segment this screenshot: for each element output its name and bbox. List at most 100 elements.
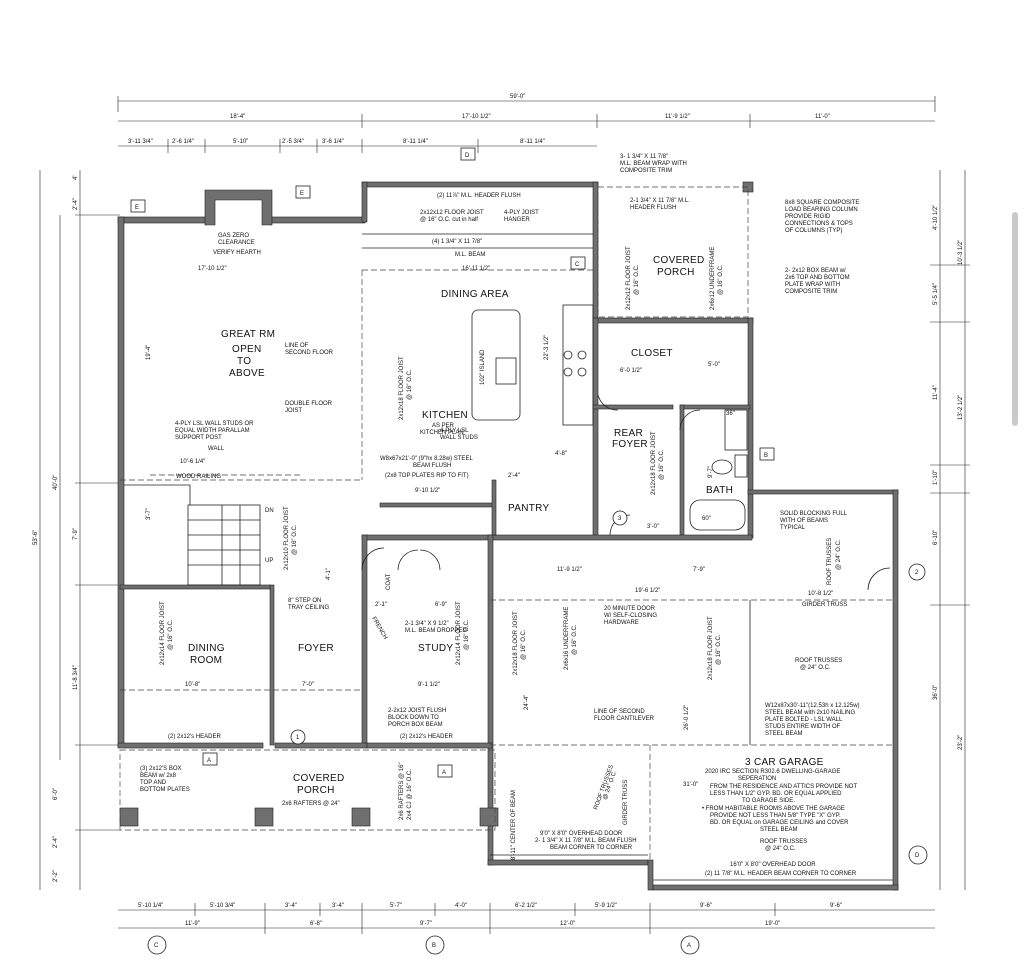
tag-e-left	[130, 199, 146, 213]
great-room-label-4: ABOVE	[229, 368, 265, 379]
joist-half-1: 2x12x12 FLOOR JOIST	[420, 210, 484, 216]
garage-sep-2d: STEEL BEAM	[760, 827, 797, 833]
dim-left-7: 6'-0"	[53, 788, 59, 800]
ml-beam-dropped-1: 2-1 3/4" X 9 1/2"	[405, 621, 449, 627]
header-2x12-right: (2) 2x12's HEADER	[400, 734, 453, 740]
gas-zero-1: GAS ZERO	[218, 233, 249, 239]
box-beam-front-3: TOP AND	[140, 780, 167, 786]
column-note-3: PROVIDE RIGID	[785, 214, 831, 220]
dim-left-2: 2'-4"	[73, 198, 79, 210]
overhead-door-9-3: BEAM CORNER TO CORNER	[550, 845, 633, 851]
tag-a-bottom-text: A	[687, 943, 691, 949]
dim-inner-j: 10'-8"	[185, 682, 200, 688]
solid-blocking-1: SOLID BLOCKING FULL	[780, 511, 848, 517]
joist-label-6b: @ 16" O.C.	[168, 619, 174, 650]
dim-top-row3-1: 3'-11 3/4"	[128, 139, 153, 145]
tag-2	[908, 563, 926, 581]
joist-label-9b: @ 16" O.C.	[716, 634, 722, 665]
dim-bottom-8: 5'-9 1/2"	[595, 903, 617, 909]
dim-inner-l: 9'-1 1/2"	[418, 682, 440, 688]
dim-inner-v: 60"	[702, 516, 711, 522]
dim-inner-o: 5'-0"	[708, 362, 720, 368]
dim-inner-b: 16'-11 1/2"	[462, 266, 490, 272]
dim-bottom-4: 3'-4"	[332, 903, 344, 909]
steel-beam-garage-2: STEEL BEAM with 2x10 NAILING	[765, 710, 855, 716]
tag-b-bottom	[425, 935, 445, 955]
joist-label-7b: @ 16" O.C.	[521, 629, 527, 660]
front-porch-label-1: COVERED	[293, 773, 345, 784]
dim-right-7: 6'-10"	[933, 530, 939, 545]
ml-beam-dropped-2: M.L. BEAM DROPPED	[405, 628, 467, 634]
tag-1	[290, 729, 306, 745]
cantilever-1: LINE OF SECOND	[594, 709, 645, 715]
wall-note: WALL	[208, 446, 225, 452]
column-note-4: CONNECTIONS & TOPS	[785, 221, 853, 227]
island-label: 102" ISLAND	[480, 349, 486, 385]
beam-wrap-1: 3- 1 3/4" X 11 7/8"	[620, 154, 668, 160]
lsl-wall-studs-1: 4-PLY LSL	[440, 428, 469, 434]
ml-beam-4-2: M.L. BEAM	[455, 252, 485, 258]
tag-d-top-text: D	[465, 153, 470, 159]
dim-top-row3-3: 5'-10"	[233, 139, 248, 145]
foyer-label: FOYER	[298, 643, 334, 654]
joist-label-6a: 2x12x14 FLOOR JOIST	[160, 601, 166, 665]
cantilever-2: FLOOR CANTILEVER	[594, 716, 655, 722]
joist-label-9a: 2x12x18 FLOOR JOIST	[708, 616, 714, 680]
dim-top-row3-6: 8'-11 1/4"	[403, 139, 428, 145]
dim-bottom-row2-3: 9'-7"	[420, 921, 432, 927]
vertical-scrollbar[interactable]	[1012, 212, 1018, 426]
dim-inner-p: 22'-3 1/2"	[544, 335, 550, 360]
dim-right-2: 10'-3 1/2"	[958, 240, 964, 265]
solid-blocking-3: TYPICAL	[780, 525, 806, 531]
joist-label-5b: @ 16" O.C.	[292, 524, 298, 555]
tag-d-top	[460, 147, 476, 161]
framing-lines	[119, 186, 893, 881]
dim-left-5: 3'-7"	[146, 508, 152, 520]
overhead-door-16-1: 16'0" X 8'0" OVERHEAD DOOR	[730, 862, 816, 868]
rear-foyer-label-1: REAR	[614, 428, 643, 439]
dim-right-8: 36'-0"	[933, 685, 939, 700]
bath-label: BATH	[706, 485, 733, 496]
header-flush-2-1: 2-1 3/4" X 11 7/8" M.L.	[630, 198, 690, 204]
dim-inner-d: 9'-10 1/2"	[415, 488, 440, 494]
dim-top-row3-5: 3'-6 1/4"	[322, 139, 344, 145]
dim-left-8: 2'-4"	[53, 836, 59, 848]
joist-label-5a: 2x12x10 FLOOR JOIST	[284, 506, 290, 570]
joist-hanger-1: 4-PLY JOIST	[504, 210, 539, 216]
great-room-label-3: TO	[237, 356, 251, 367]
wood-railing: WOOD RAILING	[176, 474, 221, 480]
tag-3	[612, 510, 628, 526]
roof-trusses-1: ROOF TRUSSES	[795, 658, 842, 664]
dim-bottom-row2-5: 19'-0"	[765, 921, 780, 927]
tag-a-right-text: A	[442, 770, 446, 776]
dim-inner-k: 7'-0"	[302, 682, 314, 688]
dim-right-5: 13'-2 1/2"	[958, 395, 964, 420]
garage-sep-2a: • FROM HABITABLE ROOMS ABOVE THE GARAGE	[702, 806, 845, 812]
dim-bottom-10: 9'-6"	[830, 903, 842, 909]
dim-right-1: 4'-10 1/2"	[933, 205, 939, 230]
great-room-label-1: GREAT RM	[221, 329, 275, 340]
garage-sep-2c: BD. OR EQUAL on GARAGE CEILING and COVER	[710, 820, 849, 826]
verify-hearth: VERIFY HEARTH	[213, 250, 261, 256]
joist-labels: 2x12x18 FLOOR JOIST @ 16" O.C. 2x12x12 F…	[160, 246, 724, 820]
pantry-label: PANTRY	[508, 503, 549, 514]
box-beam-1: 2- 2x12 BOX BEAM w/	[785, 268, 846, 274]
twenty-min-door-3: HARDWARE	[604, 620, 639, 626]
joist-label-1b: @ 16" O.C.	[407, 369, 413, 400]
twenty-min-door-2: W/ SELF-CLOSING	[604, 613, 657, 619]
notes: GAS ZERO CLEARANCE VERIFY HEARTH (2) 11⅞…	[140, 154, 860, 877]
dim-inner-x: 4'-8"	[555, 451, 567, 457]
roof-trusses-garage-1: ROOF TRUSSES	[760, 839, 807, 845]
tag-d-bottom	[908, 845, 928, 865]
joist-label-10b: @ 16" O.C.	[464, 619, 470, 650]
roof-trusses-garage-2: @ 24" O.C.	[765, 846, 796, 852]
header-2x12-left: (2) 2x12's HEADER	[168, 734, 221, 740]
joist-label-7a: 2x12x18 FLOOR JOIST	[513, 611, 519, 675]
front-porch-label-2: PORCH	[297, 785, 335, 796]
box-beam-front-2: BEAM w/ 2x8	[140, 773, 177, 779]
dim-top-3: 11'-9 1/2"	[665, 114, 690, 120]
tag-a-left-text: A	[207, 758, 211, 764]
twenty-min-door-1: 20 MINUTE DOOR	[604, 606, 656, 612]
garage-code-2: SEPERATION	[738, 776, 776, 782]
